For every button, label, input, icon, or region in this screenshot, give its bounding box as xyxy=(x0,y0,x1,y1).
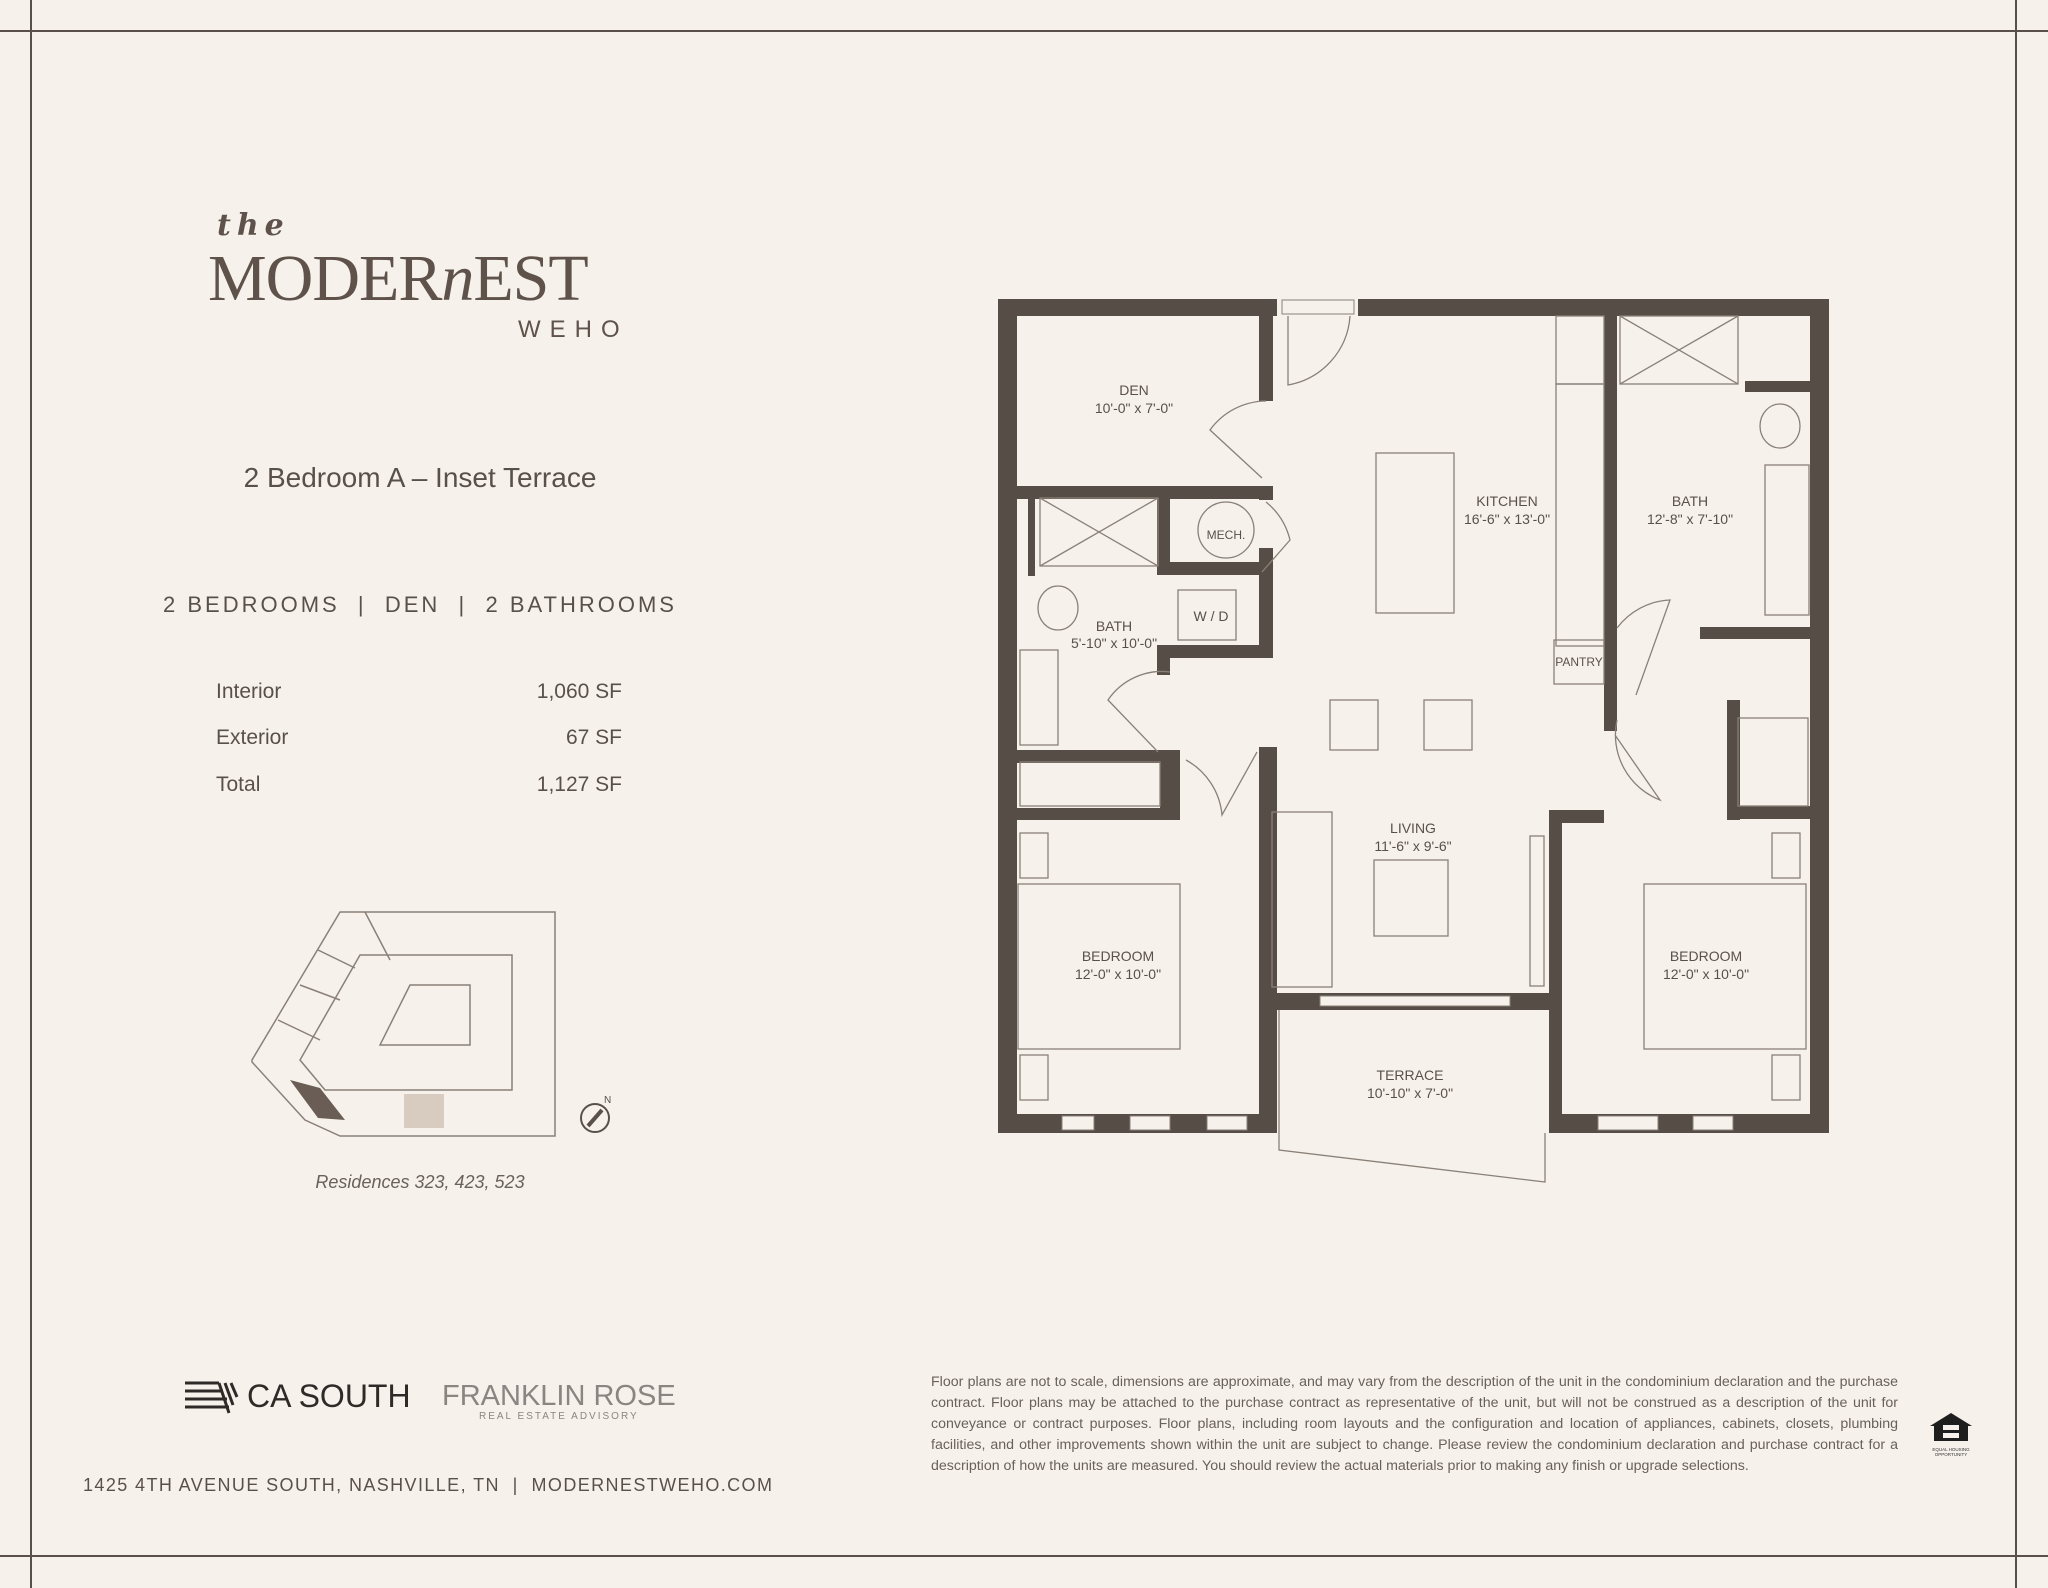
kitchen-island-icon xyxy=(1375,452,1455,614)
residences-label: Residences 323, 423, 523 xyxy=(315,1172,525,1192)
room-name-bedroom-right: BEDROOM xyxy=(1670,948,1742,964)
franklin-rose-tagline: REAL ESTATE ADVISORY xyxy=(479,1411,639,1422)
entry-door-icon xyxy=(1287,315,1351,386)
bed-icon xyxy=(1643,883,1807,1050)
logo-location: WEHO xyxy=(518,316,629,343)
compass-icon xyxy=(580,1103,610,1133)
room-name-bedroom-left: BEDROOM xyxy=(1082,948,1154,964)
equal-housing-icon xyxy=(1930,1413,1972,1441)
room-name-terrace: TERRACE xyxy=(1377,1067,1444,1083)
compass-north-label: N xyxy=(604,1095,611,1106)
area-row-exterior: Exterior 67 SF xyxy=(216,726,622,756)
area-label: Interior xyxy=(216,680,282,703)
bedroom-door-icon xyxy=(1185,751,1258,818)
room-size-kitchen: 16'-6" x 13'-0" xyxy=(1464,511,1550,527)
equal-housing-logo: EQUAL HOUSING OPPORTUNITY xyxy=(1926,1412,1976,1457)
room-size-bedroom-right: 12'-0" x 10'-0" xyxy=(1663,966,1749,982)
logo-name-b: n xyxy=(441,242,474,315)
frame-line-top xyxy=(0,30,2048,32)
room-name-kitchen: KITCHEN xyxy=(1476,493,1537,509)
room-size-bath: 5'-10" x 10'-0" xyxy=(1071,635,1157,651)
area-row-interior: Interior 1,060 SF xyxy=(216,680,622,710)
bed-icon xyxy=(1017,883,1181,1050)
room-size-den: 10'-0" x 7'-0" xyxy=(1095,400,1173,416)
logo-name: MODERnEST xyxy=(208,246,589,312)
unit-summary: 2 BEDROOMS | DEN | 2 BATHROOMS xyxy=(163,592,677,617)
ca-south-mark-icon xyxy=(185,1381,239,1413)
sofa-icon xyxy=(1271,811,1333,988)
frame-line-bottom xyxy=(0,1555,2048,1557)
key-plan-courtyard xyxy=(299,954,513,1091)
master-bath-door-icon xyxy=(1616,599,1671,696)
walls xyxy=(998,299,1829,1133)
area-value: 1,127 SF xyxy=(536,773,622,796)
label-pantry: PANTRY xyxy=(1555,655,1603,669)
room-name-bath: BATH xyxy=(1096,618,1132,634)
label-mech: MECH. xyxy=(1207,528,1246,542)
disclaimer: Floor plans are not to scale, dimensions… xyxy=(931,1374,1898,1474)
closet-door-icon xyxy=(1261,501,1291,573)
compass-needle xyxy=(586,1108,604,1128)
key-plan-unit-marker xyxy=(404,1094,444,1128)
area-label: Total xyxy=(216,773,261,796)
room-name-living: LIVING xyxy=(1390,820,1436,836)
ca-south-text: CA SOUTH xyxy=(247,1378,411,1414)
logo-name-a: MODER xyxy=(208,242,442,315)
logo-name-c: EST xyxy=(473,242,588,315)
area-label: Exterior xyxy=(216,726,289,749)
fixtures xyxy=(1017,315,1810,1183)
bath-door-icon xyxy=(1107,670,1171,753)
windows xyxy=(1061,299,1734,1131)
room-size-master-bath: 12'-8" x 7'-10" xyxy=(1647,511,1733,527)
franklin-rose-logo: FRANKLIN ROSE REAL ESTATE ADVISORY xyxy=(442,1380,676,1422)
frame-line-left xyxy=(30,0,32,1588)
area-value: 67 SF xyxy=(565,726,622,749)
address-and-website: 1425 4TH AVENUE SOUTH, NASHVILLE, TN | M… xyxy=(83,1475,774,1495)
key-plan-unit-highlight xyxy=(290,1080,345,1120)
room-size-living: 11'-6" x 9'-6" xyxy=(1374,838,1451,854)
label-wd: W / D xyxy=(1194,608,1229,624)
key-plan-outline xyxy=(251,911,556,1137)
terrace-outline xyxy=(1278,1010,1546,1183)
master-door-icon xyxy=(1614,719,1662,802)
area-row-total: Total 1,127 SF xyxy=(216,773,622,803)
room-name-den: DEN xyxy=(1119,382,1149,398)
room-size-terrace: 10'-10" x 7'-0" xyxy=(1367,1085,1453,1101)
logo-the: the xyxy=(217,208,290,243)
franklin-rose-name: FRANKLIN ROSE xyxy=(442,1380,676,1412)
room-size-bedroom-left: 12'-0" x 10'-0" xyxy=(1075,966,1161,982)
unit-title: 2 Bedroom A – Inset Terrace xyxy=(243,462,597,493)
den-door-icon xyxy=(1209,400,1267,479)
frame-line-right xyxy=(2015,0,2017,1588)
room-name-master-bath: BATH xyxy=(1672,493,1708,509)
ca-south-logo: CA SOUTH xyxy=(183,1378,411,1415)
area-value: 1,060 SF xyxy=(536,680,622,703)
equal-housing-text: EQUAL HOUSING OPPORTUNITY xyxy=(1932,1447,1970,1457)
